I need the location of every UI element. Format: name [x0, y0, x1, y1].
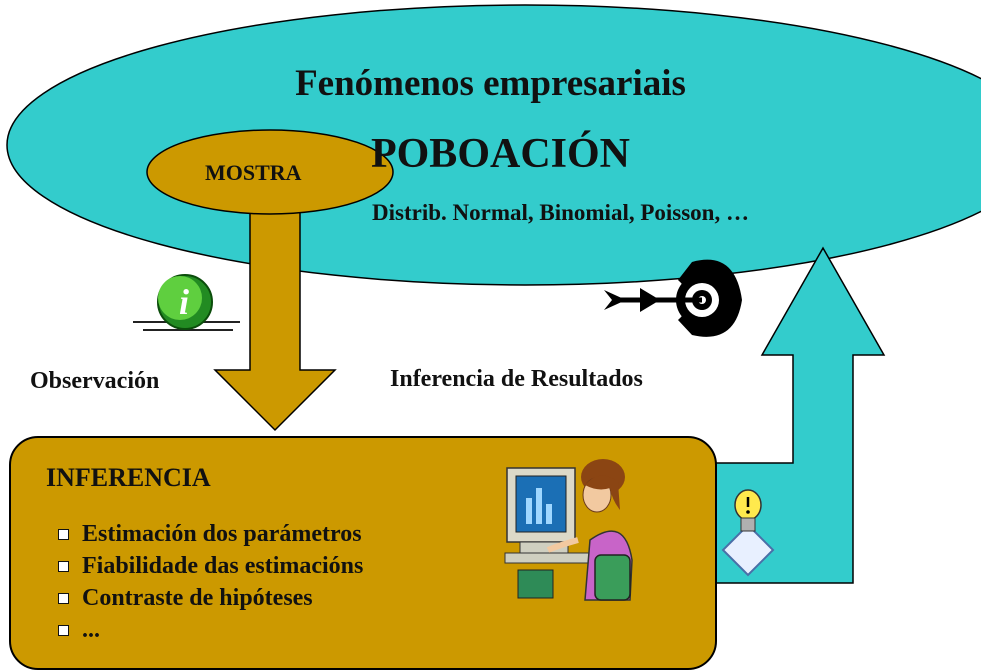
population-label: POBOACIÓN	[370, 131, 630, 177]
list-item: Estimación dos parámetros	[50, 518, 363, 550]
results-label: Inferencia de Resultados	[390, 366, 643, 392]
list-item: ...	[50, 614, 363, 646]
distributions-text: Distrib. Normal, Binomial, Poisson, …	[372, 200, 749, 225]
list-item: Fiabilidade das estimacións	[50, 550, 363, 582]
list-item: Contraste de hipóteses	[50, 582, 363, 614]
inference-title: INFERENCIA	[46, 463, 211, 492]
observation-label: Observación	[30, 368, 160, 394]
person-at-computer-icon	[504, 459, 633, 601]
checkbox-bullet-icon	[58, 528, 69, 540]
lightbulb-icon	[721, 489, 775, 577]
target-arrow-icon	[604, 259, 742, 337]
checkbox-bullet-icon	[58, 592, 69, 604]
checkbox-bullet-icon	[58, 560, 69, 572]
checkbox-bullet-icon	[58, 624, 69, 636]
info-icon: i	[133, 274, 240, 331]
population-title: Fenómenos empresariais	[295, 63, 686, 104]
svg-text:i: i	[179, 282, 189, 322]
sample-label: MOSTRA	[205, 160, 302, 185]
sample-ellipse	[146, 129, 394, 215]
inference-list: Estimación dos parámetros Fiabilidade da…	[50, 518, 363, 646]
observation-arrow	[213, 184, 337, 432]
